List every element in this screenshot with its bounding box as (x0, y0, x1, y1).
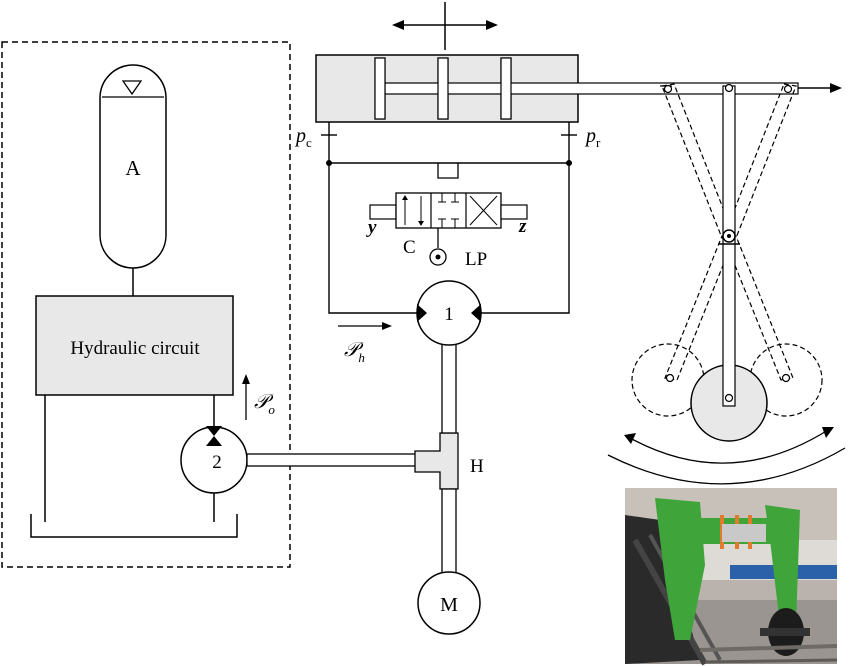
shaft-upper (441, 342, 457, 434)
triangle-down-icon (121, 80, 143, 96)
pump-2-label: 2 (212, 452, 222, 473)
low-pressure-label: LP (465, 249, 487, 270)
tee-junction (414, 432, 459, 490)
tee-label: H (470, 456, 484, 477)
hydraulic-loop (328, 162, 570, 314)
pressure-r-label: pr (584, 125, 601, 150)
motor-label: M (440, 594, 458, 616)
valve-port-y-label: y (366, 217, 377, 238)
shaft-lower (441, 488, 457, 575)
hydraulic-cylinder (315, 54, 799, 123)
pump-motor-1-label: 1 (444, 304, 454, 325)
valve-label: C (403, 237, 416, 258)
hydraulic-circuit-label: Hydraulic circuit (70, 338, 200, 359)
shaft-horizontal (246, 453, 418, 467)
movement-cross-arrow-icon (392, 2, 498, 50)
accumulator: A (99, 64, 167, 269)
swing-arc-lower (607, 447, 846, 485)
dashed-enclosure (1, 41, 291, 568)
valve-port-z-label: z (518, 216, 527, 237)
power-o-label: 𝒫o (254, 391, 275, 417)
directional-valve (369, 192, 528, 229)
pendulum-linkage (631, 83, 823, 442)
accumulator-label: A (125, 156, 141, 180)
pressure-c-label: pc (294, 125, 312, 150)
hydraulic-circuit-block (35, 295, 234, 396)
reservoir (30, 514, 238, 538)
power-h-arrow-icon (382, 322, 392, 330)
test-rig-photo (625, 488, 838, 666)
rod-direction-arrow-icon (830, 83, 842, 93)
power-o-arrow-icon (242, 374, 250, 384)
power-h-label: 𝒫h (344, 339, 365, 365)
triangle-pair-icon (417, 304, 427, 322)
swing-arc-upper (629, 429, 829, 464)
motor (417, 571, 481, 635)
